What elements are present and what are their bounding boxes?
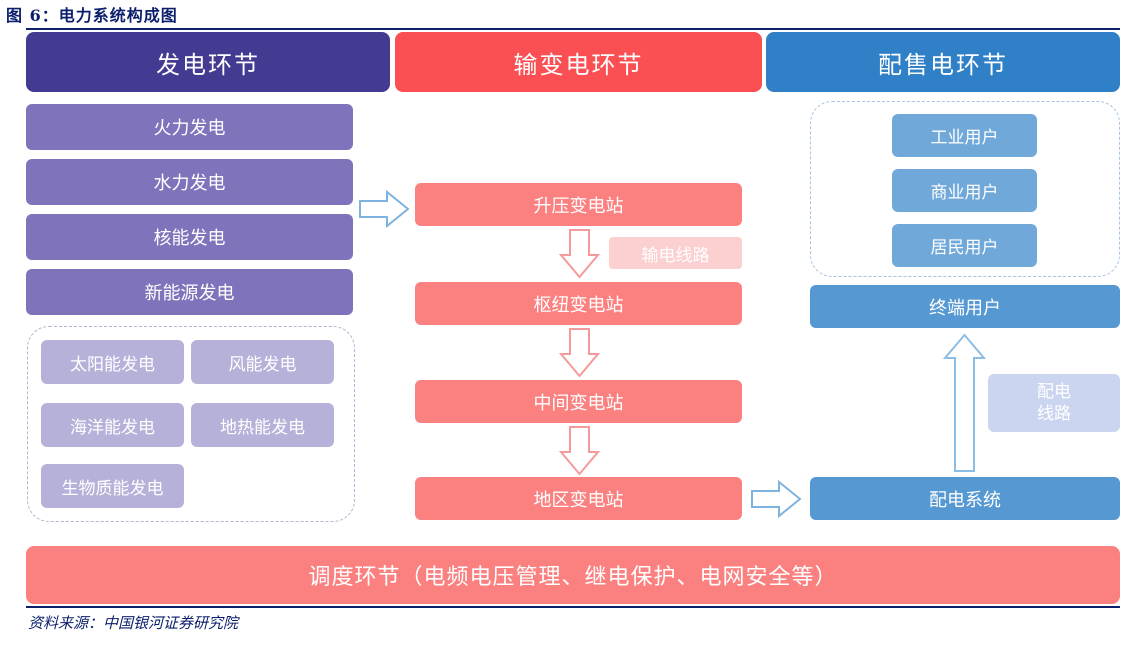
down-arrow-icon — [558, 229, 601, 279]
ocean-power-box: 海洋能发电 — [41, 403, 184, 447]
new-energy-group — [27, 326, 355, 522]
user-group — [810, 101, 1120, 277]
figure-title: 图 6：电力系统构成图 — [6, 6, 178, 25]
geothermal-power-box: 地热能发电 — [191, 403, 334, 447]
down-arrow-icon — [558, 426, 601, 476]
step-up-substation-box: 升压变电站 — [415, 183, 742, 226]
right-arrow-icon — [359, 189, 410, 229]
intermediate-substation-box: 中间变电站 — [415, 380, 742, 423]
distribution-line-label: 配电 线路 — [988, 374, 1120, 432]
terminal-user-box: 终端用户 — [810, 285, 1120, 328]
hydro-power-box: 水力发电 — [26, 159, 353, 205]
nuclear-power-box: 核能发电 — [26, 214, 353, 260]
transmission-line-label: 输电线路 — [609, 237, 742, 269]
hub-substation-box: 枢纽变电站 — [415, 282, 742, 325]
header-generation: 发电环节 — [26, 32, 390, 92]
new-energy-power-box: 新能源发电 — [26, 269, 353, 315]
up-arrow-icon — [942, 333, 987, 472]
solar-power-box: 太阳能发电 — [41, 340, 184, 384]
biomass-power-box: 生物质能发电 — [41, 464, 184, 508]
wind-power-box: 风能发电 — [191, 340, 334, 384]
down-arrow-icon — [558, 328, 601, 378]
thermal-power-box: 火力发电 — [26, 104, 353, 150]
industrial-user-box: 工业用户 — [892, 114, 1037, 157]
header-transmission: 输变电环节 — [395, 32, 762, 92]
distribution-line-label-line1: 配电 — [1037, 382, 1071, 402]
regional-substation-box: 地区变电站 — [415, 477, 742, 520]
right-arrow-icon — [751, 479, 802, 519]
dispatch-bar: 调度环节（电频电压管理、继电保护、电网安全等） — [26, 546, 1120, 604]
source-note: 资料来源：中国银河证券研究院 — [28, 614, 239, 632]
distribution-line-label-line2: 线路 — [1037, 404, 1071, 424]
title-divider — [26, 28, 1120, 30]
bottom-divider — [26, 606, 1120, 608]
distribution-system-box: 配电系统 — [810, 477, 1120, 520]
header-distribution: 配售电环节 — [766, 32, 1120, 92]
commercial-user-box: 商业用户 — [892, 169, 1037, 212]
residential-user-box: 居民用户 — [892, 224, 1037, 267]
